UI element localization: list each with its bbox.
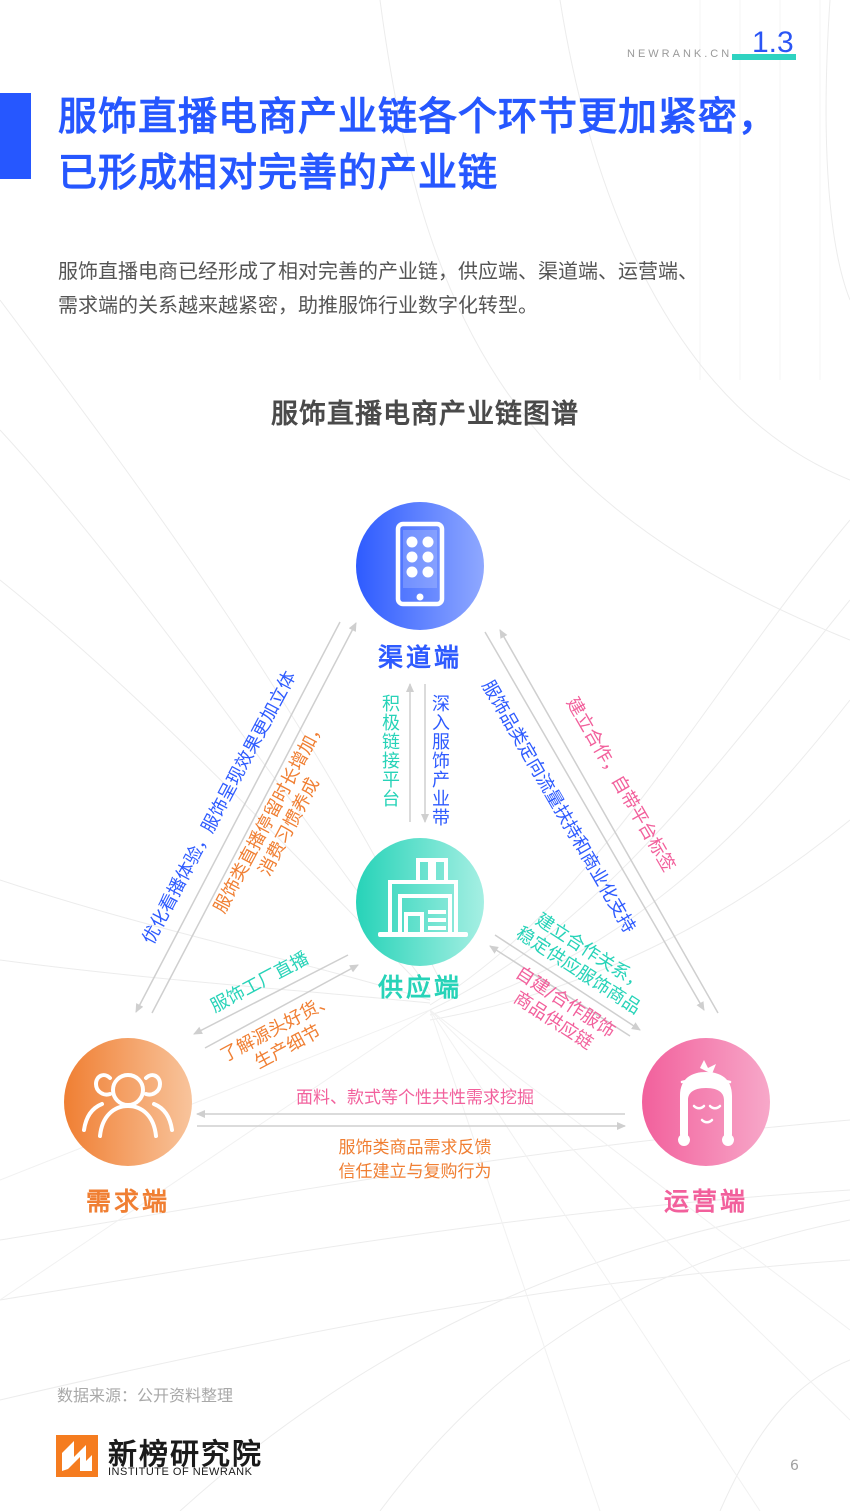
smartphone-icon bbox=[395, 521, 445, 607]
node-operation-label: 运营端 bbox=[663, 1187, 748, 1216]
title-accent-bar bbox=[0, 93, 31, 179]
diagram-title: 服饰直播电商产业链图谱 bbox=[271, 399, 579, 430]
edge-label-line: 服饰类商品需求反馈 bbox=[338, 1138, 492, 1158]
edge-label-demand-operation-lower: 服饰类商品需求反馈 信任建立与复购行为 bbox=[190, 1136, 640, 1184]
section-underline bbox=[732, 54, 796, 60]
title-line-1: 服饰直播电商产业链各个环节更加紧密， bbox=[58, 95, 779, 140]
description-line-2: 需求端的关系越来越紧密，助推服饰行业数字化转型。 bbox=[58, 293, 538, 317]
girl-face-icon bbox=[678, 1060, 734, 1146]
section-number: 1.3 bbox=[752, 26, 794, 59]
page-description: 服饰直播电商已经形成了相对完善的产业链，供应端、渠道端、运营端、 需求端的关系越… bbox=[58, 254, 838, 322]
edge-label-demand-operation-upper: 面料、款式等个性共性需求挖掘 bbox=[296, 1088, 534, 1108]
edge-label-line: 信任建立与复购行为 bbox=[338, 1162, 492, 1182]
title-line-2: 已形成相对完善的产业链 bbox=[58, 151, 499, 196]
page-number: 6 bbox=[790, 1458, 799, 1474]
factory-icon bbox=[378, 858, 468, 937]
page-title: 服饰直播电商产业链各个环节更加紧密， 已形成相对完善的产业链 bbox=[58, 90, 848, 202]
node-supply-label: 供应端 bbox=[377, 973, 462, 1002]
node-operation bbox=[642, 1038, 770, 1166]
logo-text-en: INSTITUTE OF NEWRANK bbox=[108, 1466, 253, 1478]
description-line-1: 服饰直播电商已经形成了相对完善的产业链，供应端、渠道端、运营端、 bbox=[58, 259, 698, 283]
node-demand-label: 需求端 bbox=[85, 1187, 170, 1216]
site-url: NEWRANK.CN bbox=[627, 48, 733, 60]
node-channel-label: 渠道端 bbox=[377, 643, 462, 672]
node-supply bbox=[356, 838, 484, 966]
logo-text-cn: 新榜研究院 bbox=[108, 1437, 264, 1471]
edge-label-supply-channel-right: 深入服饰产业带 bbox=[429, 694, 450, 827]
edge-label-supply-channel-left: 积极链接平台 bbox=[379, 694, 400, 808]
node-demand bbox=[64, 1038, 192, 1166]
users-group-icon bbox=[82, 1073, 174, 1138]
data-source: 数据来源：公开资料整理 bbox=[57, 1386, 234, 1405]
newrank-logo-icon bbox=[56, 1435, 98, 1477]
node-channel bbox=[356, 502, 484, 630]
